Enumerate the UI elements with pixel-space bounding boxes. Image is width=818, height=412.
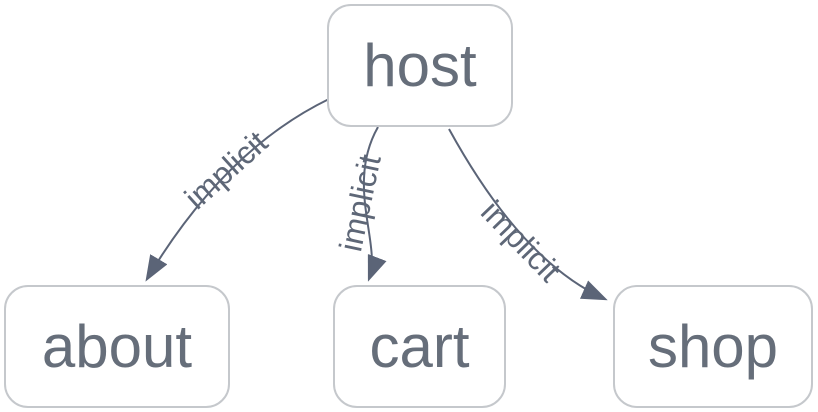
edge-host-about xyxy=(145,98,330,282)
edge-host-shop xyxy=(448,128,608,301)
node-cart: cart xyxy=(333,285,506,408)
node-about: about xyxy=(4,285,230,408)
node-shop-label: shop xyxy=(647,312,779,380)
edge-host-cart xyxy=(362,126,387,282)
node-cart-label: cart xyxy=(369,312,470,380)
node-about-label: about xyxy=(41,312,193,380)
node-shop: shop xyxy=(613,285,813,408)
node-host: host xyxy=(327,4,513,127)
node-host-label: host xyxy=(363,31,477,99)
